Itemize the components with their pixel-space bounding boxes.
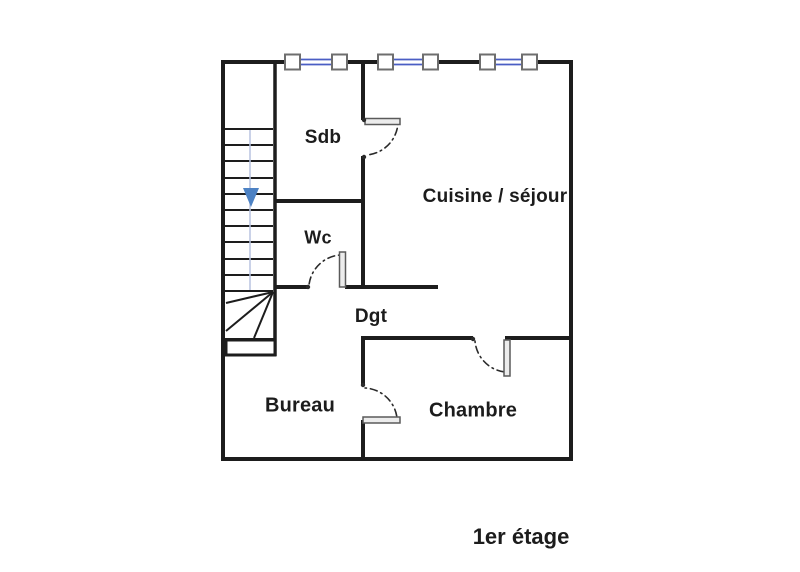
stair-landing <box>224 338 277 357</box>
room-label-cuisine-sejour: Cuisine / séjour <box>422 186 568 207</box>
door-hinge <box>361 117 367 123</box>
staircase <box>224 128 277 357</box>
door-hinge <box>361 154 367 160</box>
door-bureau <box>360 382 401 424</box>
room-label-sdb: Sdb <box>304 127 342 148</box>
stair-treads <box>225 128 273 292</box>
window-icon <box>284 53 348 71</box>
door-leaf <box>364 117 401 126</box>
door-chambre <box>470 336 511 377</box>
room-label-bureau: Bureau <box>264 394 336 417</box>
door-hinge <box>360 382 366 388</box>
stair-winder <box>225 291 275 340</box>
door-leaf <box>338 251 347 288</box>
door-wc <box>305 251 347 290</box>
floor-title: 1er étage <box>472 524 570 549</box>
door-hinge <box>470 336 476 342</box>
window-icon <box>377 53 439 71</box>
windows <box>284 53 538 71</box>
door-hinge <box>305 284 311 290</box>
room-label-dgt: Dgt <box>354 306 388 327</box>
doors <box>305 117 511 424</box>
door-leaf <box>503 339 511 377</box>
stairs-arrow-down-icon <box>243 188 259 207</box>
door-sdb <box>361 117 401 160</box>
room-label-chambre: Chambre <box>428 399 518 422</box>
interior-walls <box>273 62 571 460</box>
window-icon <box>479 53 538 71</box>
door-leaf <box>362 416 401 424</box>
room-label-wc: Wc <box>304 227 332 248</box>
